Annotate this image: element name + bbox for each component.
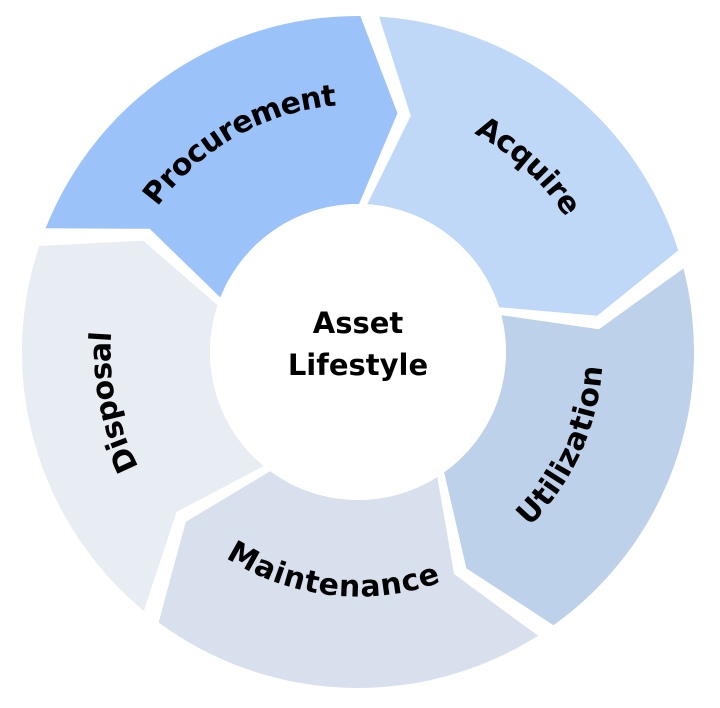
center-title-line2: Lifestyle xyxy=(287,348,429,382)
center-title: Asset Lifestyle xyxy=(238,302,478,386)
center-circle xyxy=(210,204,506,500)
segment-procurement xyxy=(45,16,398,298)
segments-layer xyxy=(21,16,695,688)
segment-utilization xyxy=(444,268,695,626)
center-title-line1: Asset xyxy=(312,306,404,340)
segment-disposal xyxy=(21,240,264,611)
segment-maintenance xyxy=(158,471,539,688)
segment-acquire xyxy=(367,16,679,316)
